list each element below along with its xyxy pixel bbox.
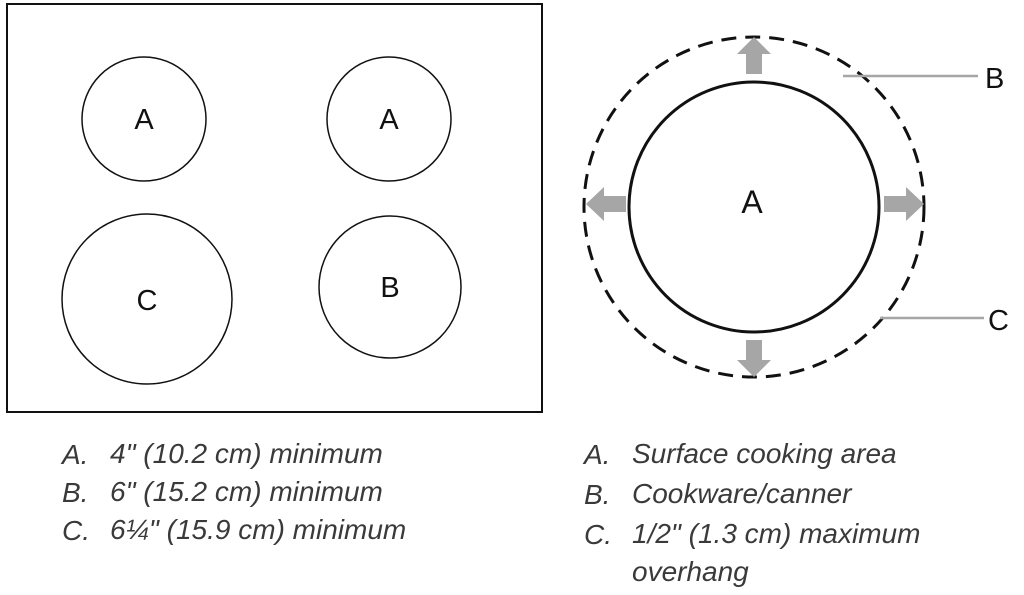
- callout-label-b: B: [985, 63, 1004, 95]
- legend-key: A.: [584, 439, 611, 470]
- burner-label: A: [379, 104, 399, 136]
- legend-key: B.: [62, 477, 89, 508]
- legend-key: A.: [62, 439, 89, 470]
- legend-item: A. 4" (10.2 cm) minimum: [62, 435, 406, 473]
- surface-cooking-area-label: A: [741, 184, 763, 220]
- legend-key: C.: [584, 519, 612, 550]
- legend-text: 1/2" (1.3 cm) maximum overhang: [632, 518, 921, 587]
- arrow-left-icon: [586, 187, 626, 221]
- legend-text: Surface cooking area: [632, 438, 897, 469]
- legend-item: A. Surface cooking area: [584, 435, 920, 473]
- arrow-right-icon: [884, 187, 924, 221]
- burner-circle: [318, 215, 462, 359]
- burner-a-top-right: A: [326, 56, 452, 182]
- burner-c-bottom-left: C: [61, 213, 233, 385]
- legend-text: Cookware/canner: [632, 478, 852, 509]
- legend-overhang: A. Surface cooking area B. Cookware/cann…: [584, 435, 920, 593]
- arrow-up-icon: [737, 37, 771, 74]
- burner-circle: [326, 56, 452, 182]
- burner-a-top-left: A: [81, 56, 207, 182]
- legend-item: C. 6¼" (15.9 cm) minimum: [62, 511, 406, 549]
- cooktop-layout: A A C B: [6, 3, 543, 413]
- arrow-down-icon: [737, 340, 771, 377]
- callout-label-c: C: [988, 305, 1009, 337]
- burner-circle: [61, 213, 233, 385]
- burner-label: B: [380, 272, 399, 304]
- cooktop-outline: [6, 3, 543, 413]
- legend-item: B. 6" (15.2 cm) minimum: [62, 473, 406, 511]
- burner-label: C: [137, 285, 158, 317]
- legend-text: 4" (10.2 cm) minimum: [110, 438, 383, 469]
- legend-key: B.: [584, 479, 611, 510]
- burner-circle: [81, 56, 207, 182]
- legend-item: C. 1/2" (1.3 cm) maximum overhang: [584, 515, 920, 591]
- surface-cooking-area-circle: [627, 80, 881, 334]
- legend-text: 6" (15.2 cm) minimum: [110, 476, 383, 507]
- legend-key: C.: [62, 515, 90, 546]
- legend-burner-spacing: A. 4" (10.2 cm) minimum B. 6" (15.2 cm) …: [62, 435, 406, 549]
- legend-item: B. Cookware/canner: [584, 475, 920, 513]
- legend-text: 6¼" (15.9 cm) minimum: [110, 514, 407, 545]
- burner-b-bottom-right: B: [318, 215, 462, 359]
- overhang-diagram: A B C: [582, 35, 1009, 379]
- burner-label: A: [134, 104, 154, 136]
